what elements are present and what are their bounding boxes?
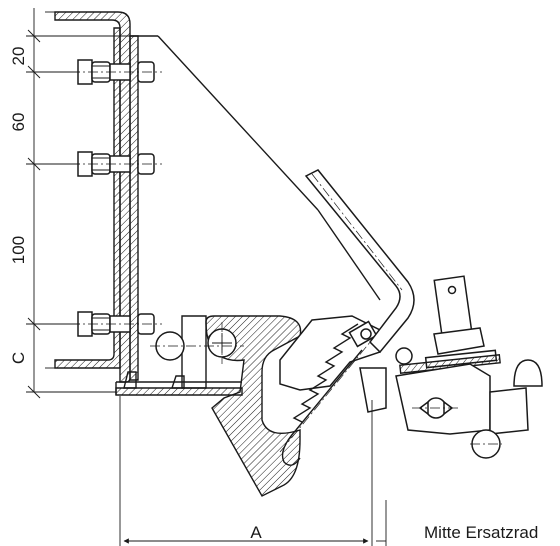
dim-c: C [9,352,28,364]
label-mitte-ersatzrad: Mitte Ersatzrad [424,523,538,542]
dim-100: 100 [9,236,28,264]
tensioner-assembly [395,275,543,459]
release-lever [304,169,415,354]
bolt-lower [70,311,162,337]
reference-lines [119,396,387,546]
hook-casting [150,315,302,497]
bolt-upper [70,59,162,85]
bolt-middle [70,151,162,177]
label-a: A [250,523,262,542]
dim-20: 20 [9,47,28,66]
dimension-chain [26,8,130,399]
dim-60: 60 [9,113,28,132]
latch-housing [279,315,387,413]
tension-spring [279,323,381,466]
